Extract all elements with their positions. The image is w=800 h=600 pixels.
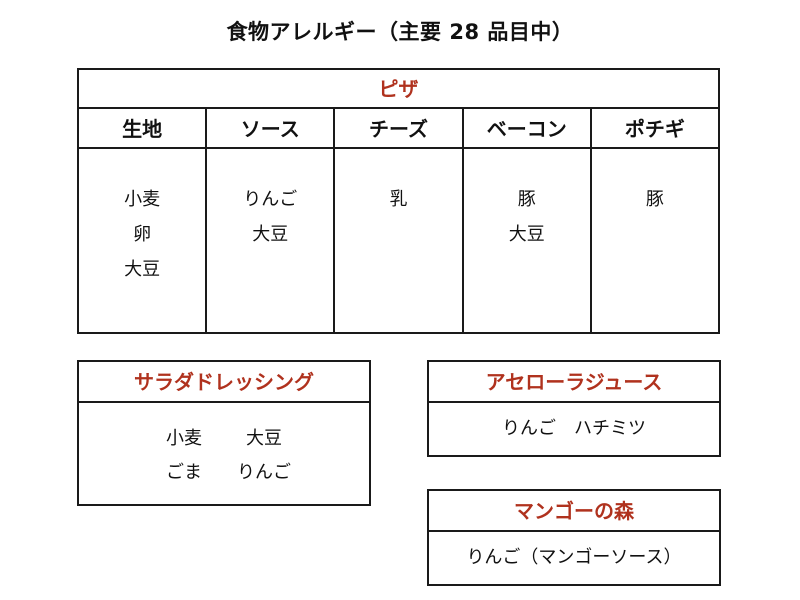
column-sauce: ソース りんご 大豆: [207, 109, 336, 332]
allergen-list: 小麦 卵 大豆: [79, 149, 205, 291]
allergen-item: りんご: [243, 189, 298, 210]
allergen-list: 小麦 大豆 ごま りんご: [79, 403, 369, 493]
column-header: 生地: [79, 109, 206, 149]
allergen-item: 豚: [645, 189, 664, 210]
allergen-row: ごま りんご: [79, 459, 369, 493]
pizza-table: ピザ 生地 小麦 卵 大豆 ソース りんご 大豆 チーズ 乳 ベーコン: [77, 68, 720, 334]
salad-dressing-title: サラダドレッシング: [79, 362, 369, 403]
page-title: 食物アレルギー（主要 28 品目中）: [226, 20, 574, 44]
salad-dressing-box: サラダドレッシング 小麦 大豆 ごま りんご: [77, 360, 371, 506]
allergen-item: 大豆: [508, 224, 545, 245]
allergen-item: 大豆: [246, 428, 282, 449]
mango-forest-box: マンゴーの森 りんご（マンゴーソース）: [427, 489, 721, 586]
allergen-row: 小麦 大豆: [79, 425, 369, 459]
allergen-item: 小麦: [166, 428, 202, 449]
allergen-item: 豚: [517, 189, 536, 210]
allergen-item: 大豆: [124, 259, 161, 280]
column-bacon: ベーコン 豚 大豆: [463, 109, 592, 332]
allergen-list: 豚: [592, 149, 718, 221]
allergen-list: 豚 大豆: [464, 149, 590, 256]
column-cheese: チーズ 乳: [335, 109, 464, 332]
allergen-list: りんご 大豆: [207, 149, 333, 256]
column-header: チーズ: [335, 109, 462, 149]
allergen-item: 乳: [389, 189, 408, 210]
allergen-list: 乳: [335, 149, 461, 221]
allergen-list: りんご（マンゴーソース）: [466, 547, 682, 568]
acerola-juice-box: アセローラジュース りんご ハチミツ: [427, 360, 721, 457]
allergen-item: 大豆: [252, 224, 289, 245]
column-header: ポチギ: [591, 109, 719, 149]
mango-forest-title: マンゴーの森: [429, 491, 719, 532]
allergen-list: りんご ハチミツ: [502, 418, 646, 439]
allergen-item: りんご: [237, 462, 291, 483]
column-header: ベーコン: [463, 109, 590, 149]
allergen-item: 卵: [133, 224, 152, 245]
allergen-item: ごま: [166, 462, 202, 483]
column-header: ソース: [207, 109, 334, 149]
column-dough: 生地 小麦 卵 大豆: [79, 109, 208, 332]
acerola-juice-title: アセローラジュース: [429, 362, 719, 403]
pizza-title: ピザ: [79, 70, 718, 109]
column-pochigi: ポチギ 豚: [591, 109, 719, 332]
allergen-item: 小麦: [124, 189, 161, 210]
pizza-columns: 生地 小麦 卵 大豆 ソース りんご 大豆 チーズ 乳 ベーコン 豚 大豆: [79, 109, 719, 332]
